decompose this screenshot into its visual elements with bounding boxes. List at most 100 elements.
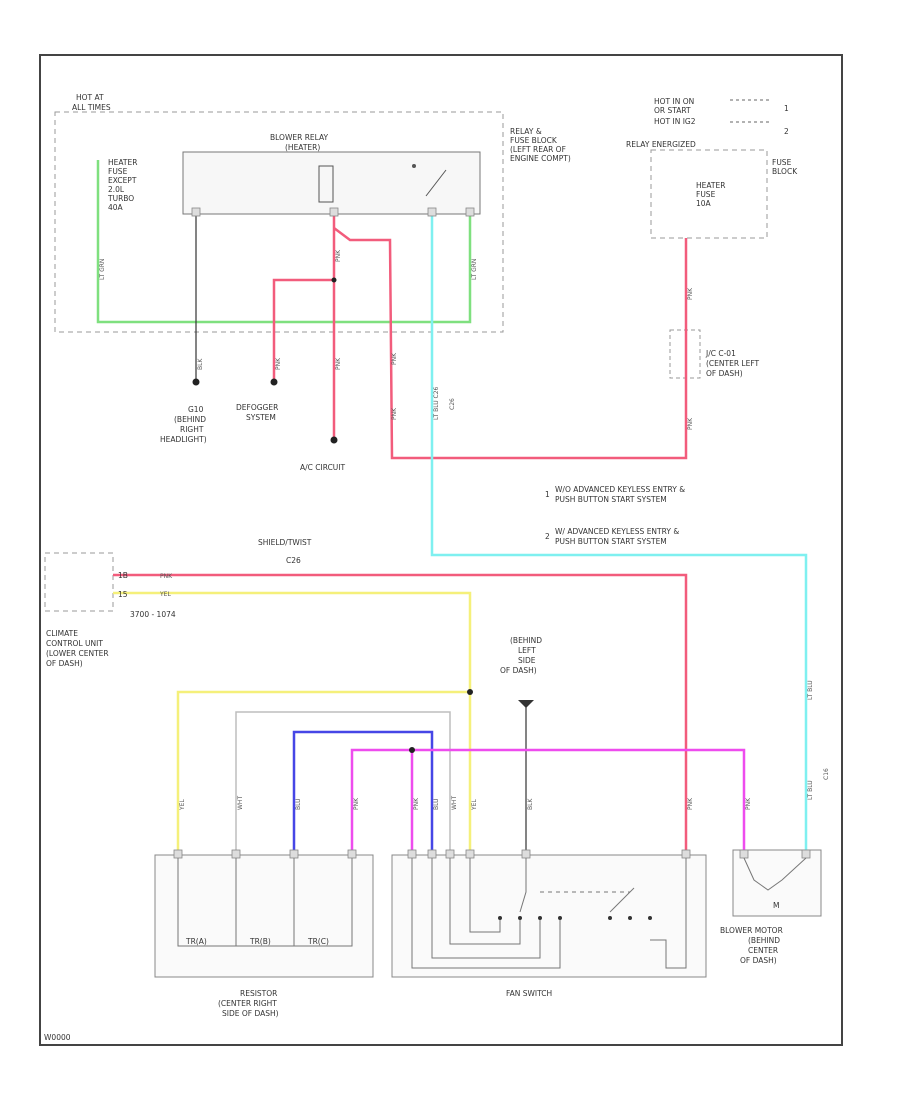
label-jc-2: (CENTER LEFT [706, 359, 760, 368]
label-behind-left-1: (BEHIND [510, 636, 542, 645]
climate-control-outline [44, 552, 114, 612]
label-defogger-1: DEFOGGER [236, 403, 278, 412]
relay-switch [425, 169, 447, 197]
label-gnd-3: RIGHT [180, 425, 204, 434]
label-resistor-3: SIDE OF DASH) [222, 1009, 279, 1018]
label-resistor-1: RESISTOR [240, 989, 277, 998]
label-note-2a: W/ ADVANCED KEYLESS ENTRY & [555, 527, 679, 536]
label-pin-15: 15 [118, 590, 128, 599]
wire-pnk-main [333, 227, 688, 460]
label-relay-fuse-block-1: RELAY & [510, 127, 542, 136]
svg-text:BLU: BLU [433, 798, 440, 810]
blower-motor-internal [743, 857, 807, 891]
blower-motor-symbol: M [773, 901, 779, 910]
label-heater-fuse-l-2: FUSE [108, 167, 128, 176]
svg-text:LT BLU: LT BLU [807, 780, 814, 800]
relay-fuse-block-outline [54, 111, 504, 333]
ground-left-symbol [518, 700, 534, 708]
label-note-num-2: 2 [545, 532, 550, 541]
splice-yel [467, 689, 473, 695]
defogger-terminal [270, 378, 278, 386]
label-heater-fuse-l-5: TURBO [107, 194, 134, 203]
svg-text:PNK: PNK [413, 797, 420, 810]
svg-text:LT GRN: LT GRN [99, 259, 106, 280]
label-fuse-block-2: BLOCK [772, 167, 798, 176]
label-heater-fuse-l-1: HEATER [108, 158, 137, 167]
label-gnd-1: G10 [188, 405, 204, 414]
label-gnd-2: (BEHIND [174, 415, 206, 424]
svg-text:PNK: PNK [687, 287, 694, 300]
resistor-internal [177, 858, 353, 947]
label-hot-in-on-2: OR START [654, 106, 691, 115]
fan-switch-box [391, 854, 707, 978]
svg-text:PNK: PNK [745, 797, 752, 810]
label-blower-motor-3: CENTER [748, 946, 778, 955]
label-ac-circuit: A/C CIRCUIT [300, 463, 346, 472]
label-heater-fuse-r-3: 10A [696, 199, 712, 208]
svg-text:PNK: PNK [687, 797, 694, 810]
label-note-ref-2: 2 [784, 127, 789, 136]
label-resistor-2: (CENTER RIGHT [218, 999, 277, 1008]
label-hot-all-times-1: HOT AT [76, 93, 104, 102]
label-gnd-4: HEADLIGHT) [160, 435, 207, 444]
fuse-block-outline [650, 149, 768, 239]
label-behind-left-3: SIDE [518, 656, 536, 665]
label-jc-1: J/C C-01 [705, 349, 736, 358]
svg-text:C26: C26 [449, 398, 456, 410]
blower-relay-box [182, 151, 481, 215]
label-pin-1b: 1B [118, 571, 128, 580]
label-heater-fuse-l-6: 40A [108, 203, 124, 212]
label-fan-switch: FAN SWITCH [506, 989, 552, 998]
relay-contact [412, 164, 416, 168]
label-relay-fuse-block-3: (LEFT REAR OF [510, 145, 566, 154]
label-jc-3: OF DASH) [706, 369, 743, 378]
label-blower-motor-4: OF DASH) [740, 956, 777, 965]
label-climate-1: CLIMATE [46, 629, 78, 638]
connector-pins [173, 207, 811, 859]
svg-text:PNK: PNK [391, 352, 398, 365]
ground-g10-terminal [192, 378, 200, 386]
wire-color-labels: LT GRN LT GRN BLK PNK PNK PNK PNK PNK PN… [99, 249, 830, 811]
relay-coil [318, 165, 334, 203]
label-climate-3: (LOWER CENTER [46, 649, 109, 658]
svg-text:YEL: YEL [179, 799, 186, 811]
label-climate-4: OF DASH) [46, 659, 83, 668]
wire-yel-resistor [176, 690, 470, 855]
svg-text:PNK: PNK [160, 573, 173, 580]
label-note-1a: W/O ADVANCED KEYLESS ENTRY & [555, 485, 685, 494]
svg-text:LT BLU: LT BLU [807, 680, 814, 700]
resistor-box [154, 854, 374, 978]
svg-text:PNK: PNK [391, 407, 398, 420]
splice-magenta [409, 747, 415, 753]
svg-text:YEL: YEL [471, 799, 478, 811]
label-blower-relay-2: (HEATER) [285, 143, 320, 152]
svg-text:BLK: BLK [527, 798, 534, 810]
svg-text:WHT: WHT [237, 796, 244, 810]
svg-text:PNK: PNK [335, 357, 342, 370]
svg-text:PNK: PNK [353, 797, 360, 810]
label-behind-left-2: LEFT [518, 646, 536, 655]
label-behind-left-4: OF DASH) [500, 666, 537, 675]
label-shield-2: C26 [286, 556, 301, 565]
svg-text:YEL: YEL [159, 591, 171, 598]
note-arrows [730, 99, 772, 123]
svg-text:LT BLU C26: LT BLU C26 [433, 386, 440, 420]
wire-yel-climate [113, 591, 472, 855]
label-defogger-2: SYSTEM [246, 413, 276, 422]
label-blower-motor-1: BLOWER MOTOR [720, 926, 783, 935]
label-footer-code: W0000 [44, 1033, 71, 1042]
fan-switch-internal [411, 858, 687, 969]
svg-text:C16: C16 [823, 768, 830, 780]
label-blower-relay-1: BLOWER RELAY [270, 133, 329, 142]
label-heater-fuse-l-3: EXCEPT [108, 176, 137, 185]
label-heater-fuse-l-4: 2.0L [108, 185, 125, 194]
label-relay-fuse-block-2: FUSE BLOCK [510, 136, 558, 145]
wire-pnk-climate [113, 573, 688, 855]
svg-text:PNK: PNK [335, 249, 342, 262]
splice-ac [331, 277, 337, 283]
wire-blu [292, 730, 434, 855]
label-note-ref-1: 1 [784, 104, 789, 113]
resistor-value-b: TR(B) [249, 937, 271, 946]
